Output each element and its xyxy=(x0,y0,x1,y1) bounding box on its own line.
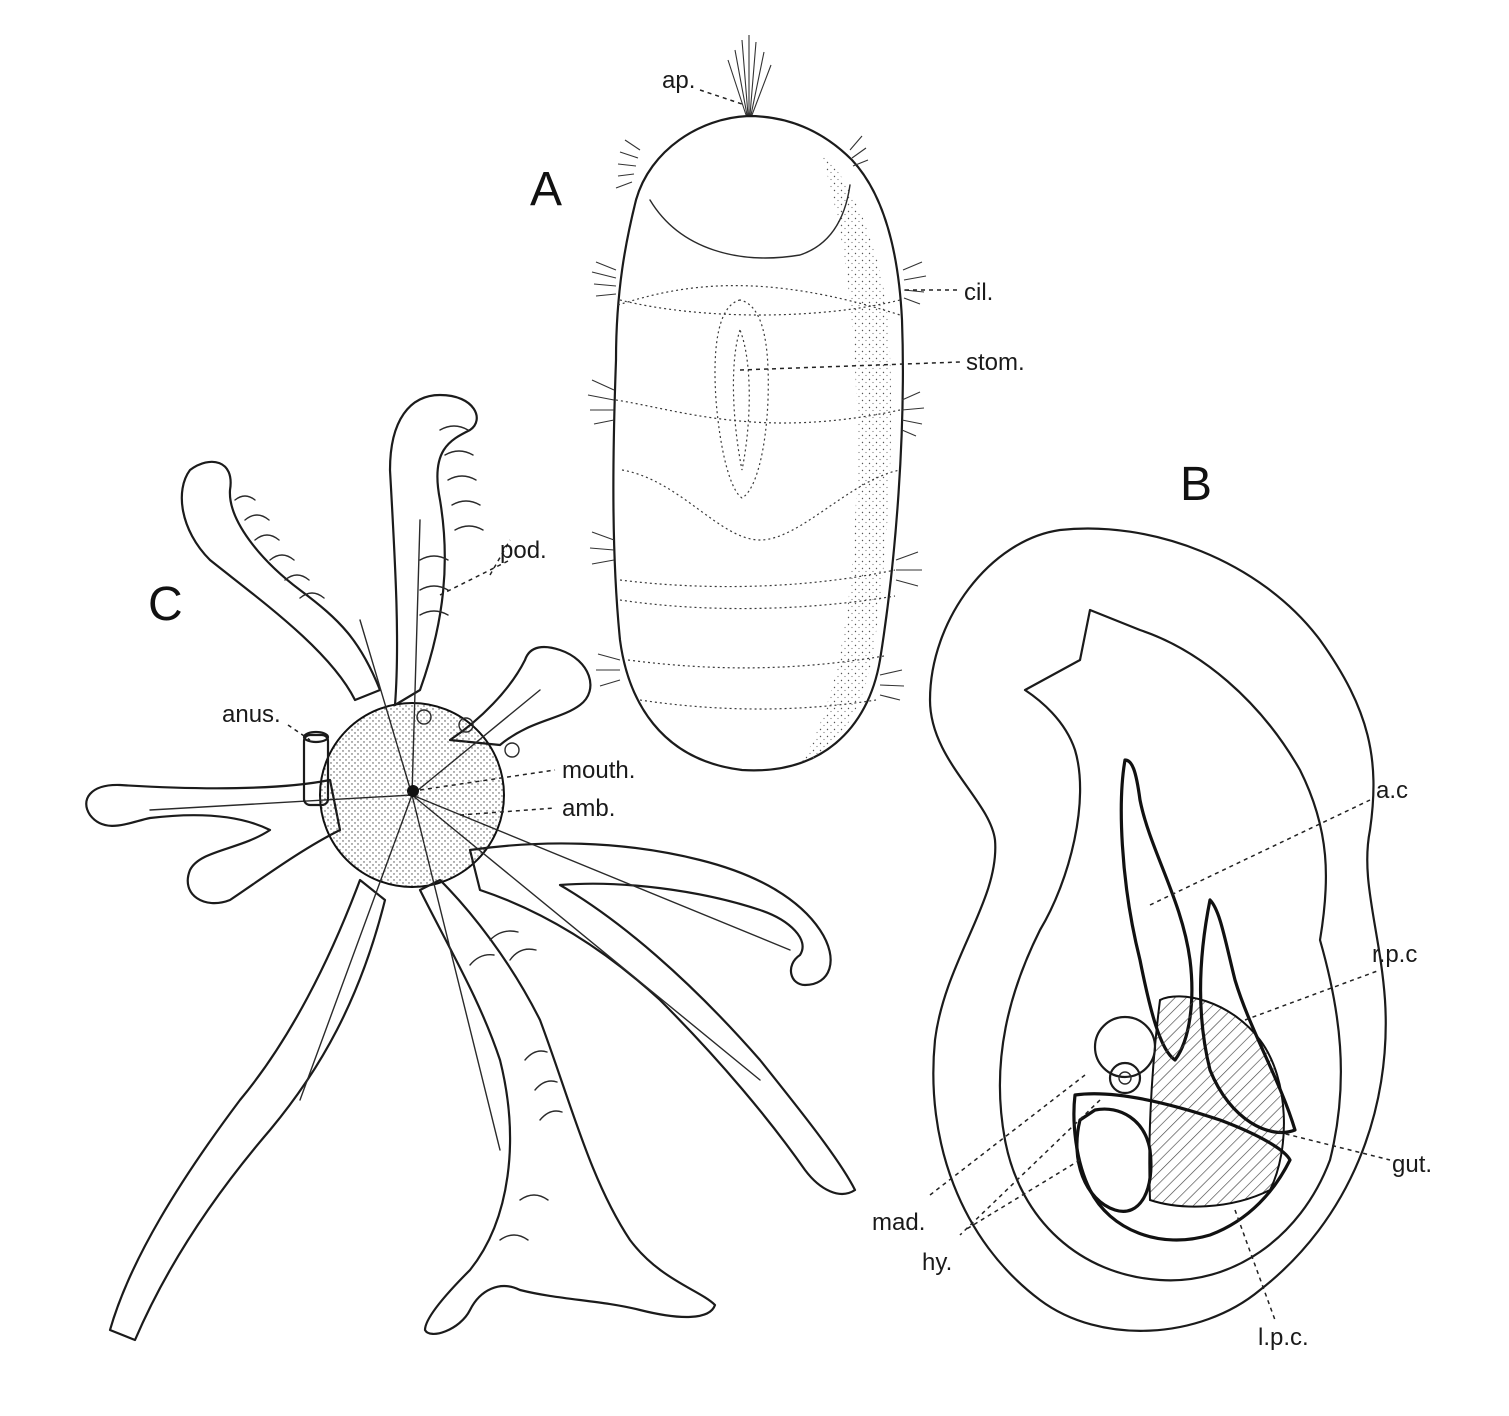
label-amb: amb. xyxy=(562,795,615,822)
ciliated-band-4 xyxy=(619,569,896,588)
leader-hy-2 xyxy=(964,1159,1081,1231)
radial-canals xyxy=(149,519,791,1151)
label-anus: anus. xyxy=(222,701,281,728)
ciliated-band-4b xyxy=(619,595,896,610)
label-lpc: l.p.c. xyxy=(1258,1324,1309,1351)
larva-body-outline xyxy=(612,114,904,772)
ciliated-band-1 xyxy=(617,285,901,316)
ambulacral-bulb-1 xyxy=(416,709,432,725)
stomodaeum xyxy=(714,299,769,499)
inner-wall xyxy=(998,608,1342,1282)
arm-upper-right xyxy=(448,645,592,747)
leader-anus xyxy=(287,724,311,741)
label-hy: hy. xyxy=(922,1249,952,1276)
panel-a-larva: A ap. cil. stom. xyxy=(530,35,1025,772)
hydrocoel-vesicle xyxy=(1093,1015,1157,1079)
label-gut: gut. xyxy=(1392,1151,1432,1178)
anus-opening xyxy=(302,730,330,744)
panel-a-letter: A xyxy=(530,163,562,216)
arm-lower-left-long xyxy=(108,878,387,1342)
ciliated-band-6 xyxy=(639,699,877,710)
leader-stom xyxy=(739,361,961,371)
leader-lpc xyxy=(1234,1209,1276,1321)
rpc-horn xyxy=(1198,898,1297,1135)
larva-shading xyxy=(800,150,892,765)
mouth-opening xyxy=(407,785,419,797)
panel-c-starfish: C pod. anus. mouth. amb. xyxy=(85,393,857,1342)
tube-feet xyxy=(234,425,563,1241)
ciliated-band-1b xyxy=(619,299,901,316)
arm-upper-middle xyxy=(388,393,478,707)
label-ap: ap. xyxy=(662,67,695,94)
ambulacral-bulb-3 xyxy=(504,742,520,758)
madreporic-pore-center xyxy=(1118,1071,1132,1085)
leader-rpc xyxy=(1244,969,1381,1021)
outer-wall xyxy=(928,527,1387,1332)
label-mad: mad. xyxy=(872,1209,925,1236)
larva-head-cap xyxy=(649,184,851,259)
leader-mad xyxy=(929,1074,1086,1196)
label-rpc: r.p.c xyxy=(1372,941,1417,968)
label-stom: stom. xyxy=(966,349,1025,376)
arm-right xyxy=(468,842,857,1195)
ciliated-band-3 xyxy=(621,469,901,541)
anus-tube xyxy=(302,733,330,807)
arm-lower-middle xyxy=(418,878,717,1335)
leader-pod-a xyxy=(489,539,511,576)
madreporic-pore xyxy=(1108,1061,1142,1095)
label-mouth: mouth. xyxy=(562,757,635,784)
right-posterior-coelom xyxy=(1148,995,1285,1208)
label-cil: cil. xyxy=(964,279,993,306)
panel-c-letter: C xyxy=(148,578,183,631)
stomodaeum-inner xyxy=(732,328,750,471)
arm-upper-left xyxy=(180,460,382,702)
label-pod: pod. xyxy=(500,537,547,564)
leader-hy-1 xyxy=(959,1099,1101,1236)
panel-b-letter: B xyxy=(1180,458,1212,511)
leader-pod-b xyxy=(439,559,511,596)
label-ac: a.c xyxy=(1376,777,1408,804)
left-posterior-coelom xyxy=(1075,1107,1153,1213)
arm-left xyxy=(85,778,342,905)
leader-ac xyxy=(1149,799,1371,906)
ambulacral-bulb-2 xyxy=(458,717,474,733)
panel-b-section: B a.c r.p.c gut. mad. hy. l.p.c. xyxy=(872,458,1432,1351)
leader-mouth xyxy=(419,769,556,791)
ciliated-band-2 xyxy=(615,399,901,424)
ciliated-band-5 xyxy=(627,655,885,669)
lateral-cilia xyxy=(587,135,927,701)
apical-tuft xyxy=(727,35,772,116)
